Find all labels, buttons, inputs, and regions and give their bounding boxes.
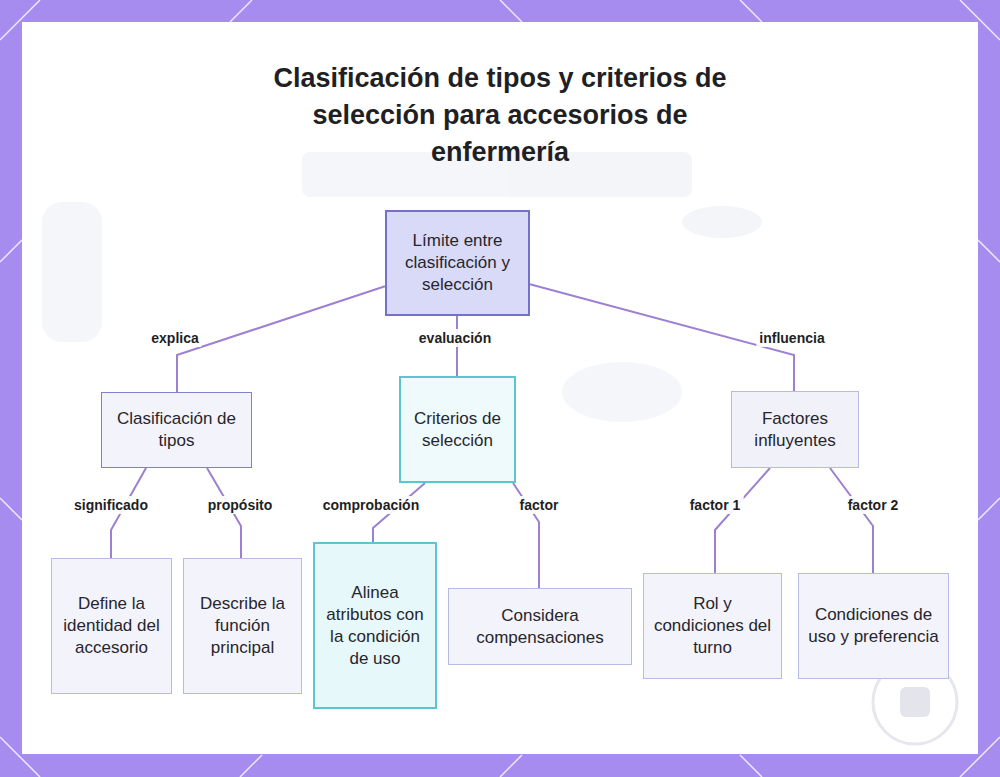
connector-line — [715, 468, 770, 573]
box-content: Factores influyentes — [738, 408, 852, 452]
box-content: Considera compensaciones — [455, 605, 625, 649]
connector-line — [530, 284, 794, 391]
diagram-title: Clasificación de tipos y criterios de se… — [240, 60, 760, 171]
edge-label: comprobación — [320, 496, 422, 514]
edge-label: factor 1 — [687, 496, 744, 514]
edge-label: evaluación — [416, 329, 494, 347]
concept-box: Alinea atributos con la condición de uso — [313, 542, 437, 709]
edge-label: significado — [71, 496, 151, 514]
box-text: Considera compensaciones — [455, 605, 625, 649]
box-text: Describe la función principal — [190, 593, 295, 659]
edge-label: factor 2 — [845, 496, 902, 514]
box-content: Condiciones de uso y preferencia — [805, 604, 942, 648]
box-text: Define la identidad del accesorio — [58, 593, 165, 659]
box-text: Criterios de selección — [407, 408, 508, 452]
box-text: Límite entre clasificación y selección — [393, 230, 522, 296]
concept-box: Criterios de selección — [399, 376, 516, 483]
edge-label: propósito — [205, 496, 276, 514]
connector-line — [177, 286, 385, 392]
box-content: Alinea atributos con la condición de uso — [321, 582, 429, 670]
concept-box: Describe la función principal — [183, 558, 302, 694]
box-content: Rol y condiciones del turno — [650, 593, 775, 659]
box-content: Describe la función principal — [190, 593, 295, 659]
connector-line — [830, 468, 873, 573]
box-text: Rol y condiciones del turno — [650, 593, 775, 659]
box-text: Alinea atributos con la condición de uso — [321, 582, 429, 670]
concept-box: Condiciones de uso y preferencia — [798, 573, 949, 679]
edge-label: influencia — [756, 329, 827, 347]
concept-box: Límite entre clasificación y selección — [385, 210, 530, 316]
concept-box: Considera compensaciones — [448, 588, 632, 665]
box-text: Factores influyentes — [738, 408, 852, 452]
concept-box: Clasificación de tipos — [101, 392, 252, 468]
concept-box: Factores influyentes — [731, 391, 859, 468]
box-content: Criterios de selección — [407, 408, 508, 452]
concept-box: Rol y condiciones del turno — [643, 573, 782, 679]
edge-label: explica — [148, 329, 201, 347]
box-content: Clasificación de tipos — [108, 408, 245, 452]
concept-box: Define la identidad del accesorio — [51, 558, 172, 694]
box-text: Clasificación de tipos — [108, 408, 245, 452]
box-content: Define la identidad del accesorio — [58, 593, 165, 659]
box-content: Límite entre clasificación y selección — [393, 230, 522, 296]
box-text: Condiciones de uso y preferencia — [805, 604, 942, 648]
edge-label: factor — [517, 496, 562, 514]
